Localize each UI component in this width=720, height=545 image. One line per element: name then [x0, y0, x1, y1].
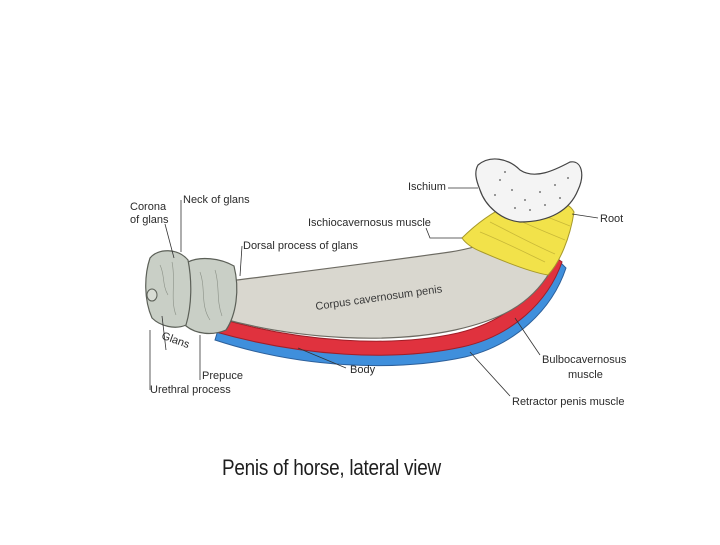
retractor-label: Retractor penis muscle [512, 396, 625, 408]
bulbocavernosus-label-line2: muscle [568, 369, 603, 381]
bulbocavernosus-label-line1: Bulbocavernosus [542, 354, 626, 366]
root-label: Root [600, 213, 623, 225]
dorsal-process-label: Dorsal process of glans [243, 240, 358, 252]
body-label: Body [350, 364, 375, 376]
urethral-process-tip [147, 289, 157, 301]
ischium-label: Ischium [408, 181, 446, 193]
urethral-process-label: Urethral process [150, 384, 231, 396]
prepuce-label: Prepuce [202, 370, 243, 382]
figure-caption: Penis of horse, lateral view [222, 455, 441, 481]
neck-of-glans-label: Neck of glans [183, 194, 250, 206]
ischiocavernosus-label: Ischiocavernosus muscle [308, 217, 431, 229]
prepuce [183, 259, 237, 334]
corona-label-line1: Corona [130, 201, 166, 213]
corona-label-line2: of glans [130, 214, 169, 226]
